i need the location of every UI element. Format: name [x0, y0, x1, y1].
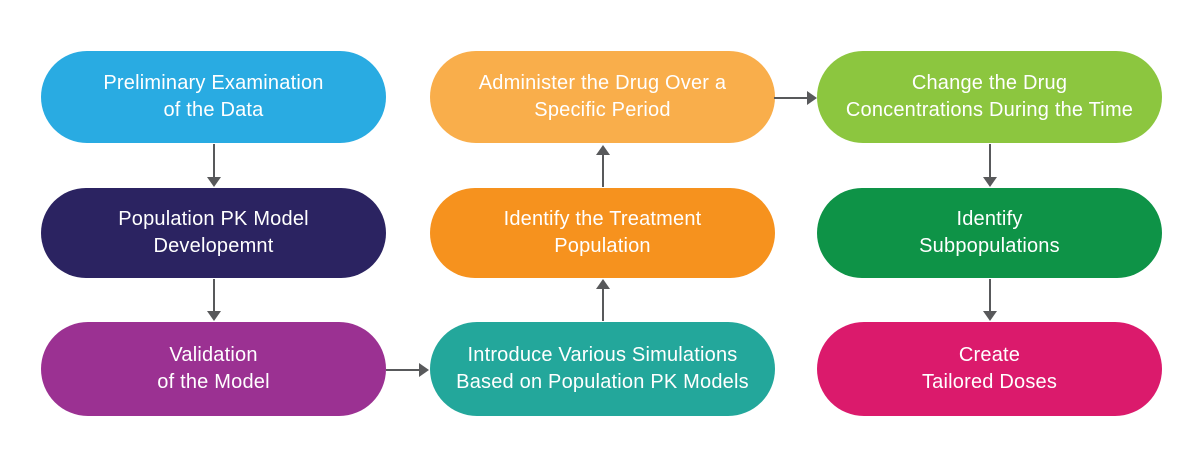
node-identify-treatment-population: Identify the Treatment Population — [430, 188, 775, 278]
arrow-shaft — [212, 279, 215, 313]
node-create-tailored-doses: Create Tailored Doses — [817, 322, 1162, 416]
arrow-administer-to-change-icon — [774, 90, 817, 105]
arrow-head-icon — [206, 177, 221, 187]
arrow-shaft — [601, 153, 604, 187]
node-label-line: Validation — [169, 344, 258, 366]
arrow-preliminary-to-development-icon — [206, 144, 221, 187]
node-label-line: Introduce Various Simulations — [467, 344, 738, 366]
arrow-shaft — [774, 96, 809, 99]
node-label-line: Concentrations During the Time — [845, 99, 1134, 121]
node-label-line: Specific Period — [534, 99, 671, 121]
arrow-head-icon — [595, 279, 610, 289]
arrow-simulations-to-treatment-icon — [595, 279, 610, 321]
node-population-pk-model-development: Population PK Model Developemnt — [41, 188, 386, 278]
arrow-shaft — [212, 144, 215, 179]
node-preliminary-examination: Preliminary Examination of the Data — [41, 51, 386, 143]
node-label-line: Identify the Treatment — [503, 208, 702, 230]
arrow-head-icon — [982, 311, 997, 321]
arrow-change-to-subpopulations-icon — [982, 144, 997, 187]
node-label-line: Population — [554, 235, 651, 257]
node-label-line: Preliminary Examination — [103, 72, 324, 94]
node-introduce-simulations: Introduce Various Simulations Based on P… — [430, 322, 775, 416]
arrow-head-icon — [595, 145, 610, 155]
arrow-validation-to-simulations-icon — [386, 362, 429, 377]
arrow-shaft — [988, 279, 991, 313]
arrow-shaft — [386, 368, 421, 371]
node-label-line: of the Data — [163, 99, 264, 121]
node-label-line: Developemnt — [153, 235, 274, 257]
arrow-shaft — [988, 144, 991, 179]
node-label-line: Administer the Drug Over a — [478, 72, 727, 94]
arrow-shaft — [601, 287, 604, 321]
node-label-line: Change the Drug — [911, 72, 1068, 94]
node-label-line: Based on Population PK Models — [456, 371, 749, 393]
node-administer-drug: Administer the Drug Over a Specific Peri… — [430, 51, 775, 143]
node-label-line: Identify — [956, 208, 1023, 230]
arrow-head-icon — [807, 90, 817, 105]
node-label-line: Create — [958, 344, 1021, 366]
node-label-line: Tailored Doses — [921, 371, 1058, 393]
arrow-head-icon — [206, 311, 221, 321]
node-label-line: Population PK Model — [118, 208, 309, 230]
arrow-treatment-to-administer-icon — [595, 145, 610, 187]
node-validation-of-model: Validation of the Model — [41, 322, 386, 416]
node-change-drug-concentrations: Change the Drug Concentrations During th… — [817, 51, 1162, 143]
node-identify-subpopulations: Identify Subpopulations — [817, 188, 1162, 278]
arrow-subpopulations-to-doses-icon — [982, 279, 997, 321]
arrow-head-icon — [419, 362, 429, 377]
arrow-head-icon — [982, 177, 997, 187]
arrow-development-to-validation-icon — [206, 279, 221, 321]
node-label-line: of the Model — [157, 371, 270, 393]
node-label-line: Subpopulations — [919, 235, 1060, 257]
